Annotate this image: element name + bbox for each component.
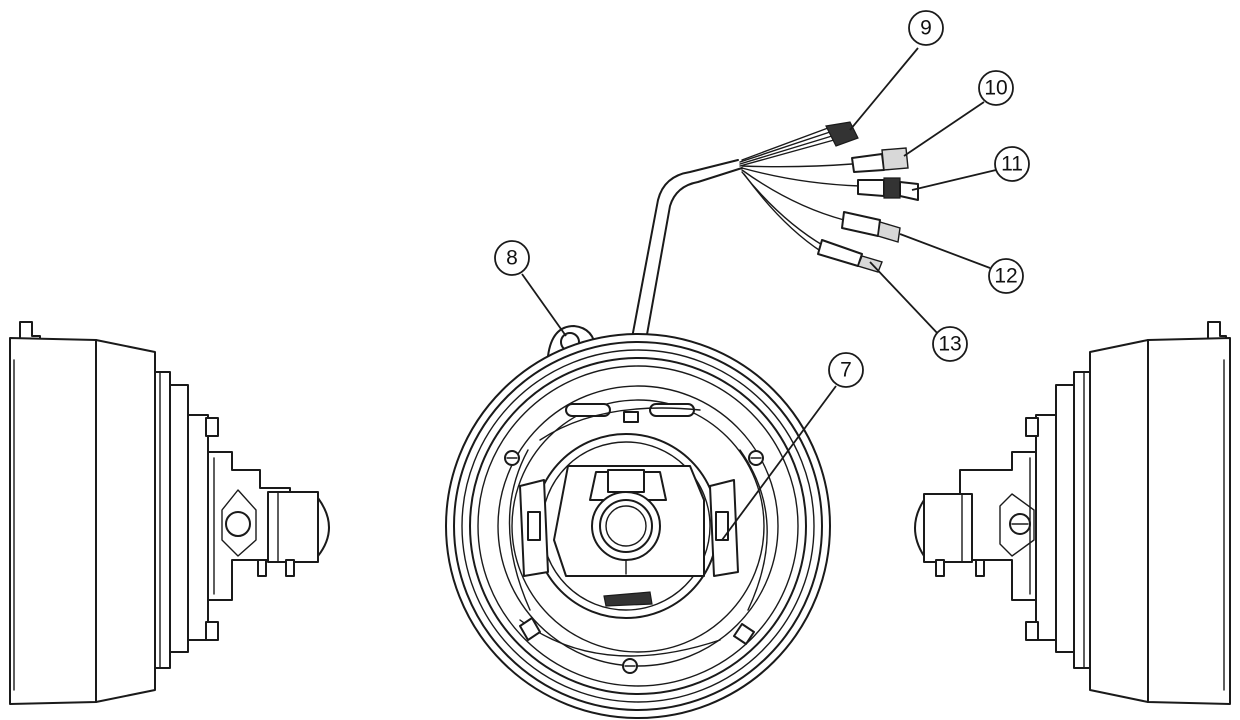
callout-9: 9 (908, 10, 944, 46)
callout-12-label: 12 (994, 265, 1017, 288)
callout-13-label: 13 (938, 333, 961, 356)
callout-9-label: 9 (920, 17, 932, 40)
callout-7: 7 (828, 352, 864, 388)
callout-12: 12 (988, 258, 1024, 294)
callout-13: 13 (932, 326, 968, 362)
left-side-view (9, 321, 330, 705)
leader-lines (521, 47, 997, 541)
front-view-dome (445, 325, 831, 719)
callout-11: 11 (994, 146, 1030, 182)
callout-8: 8 (494, 240, 530, 276)
callout-10-label: 10 (984, 77, 1007, 100)
callout-8-label: 8 (506, 247, 518, 270)
cable-bundle (631, 121, 919, 341)
callout-11-label: 11 (1001, 153, 1023, 176)
callout-7-label: 7 (840, 359, 852, 382)
right-side-view (914, 321, 1231, 705)
callout-10: 10 (978, 70, 1014, 106)
